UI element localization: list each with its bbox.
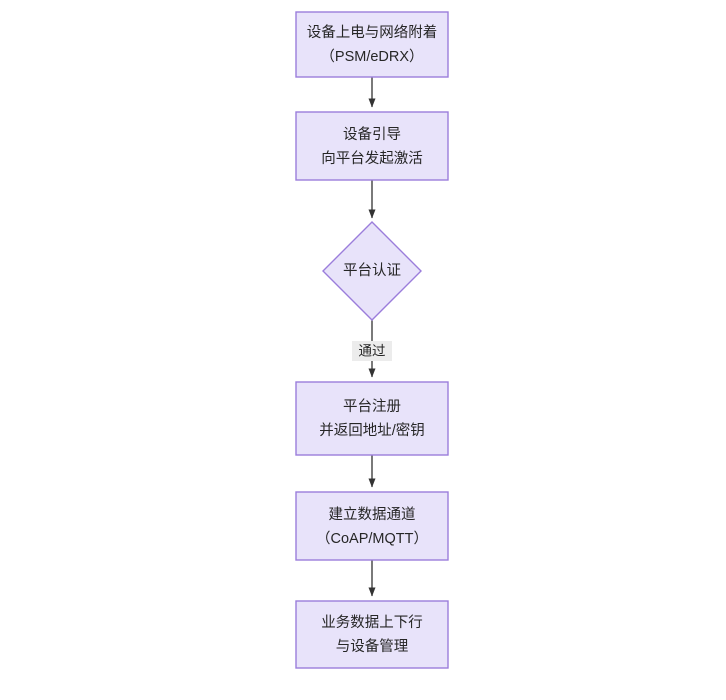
- node-power-on-shape: [295, 11, 449, 78]
- node-power-on-line1: 设备上电与网络附着: [307, 24, 438, 41]
- node-business-data[interactable]: 业务数据上下行 与设备管理: [295, 600, 449, 669]
- node-business-data-line2: 与设备管理: [336, 638, 409, 655]
- node-platform-register-line1: 平台注册: [343, 398, 401, 415]
- node-bootstrap-shape: [295, 111, 449, 181]
- node-platform-register-shape: [295, 381, 449, 456]
- node-power-on[interactable]: 设备上电与网络附着 （PSM/eDRX）: [295, 11, 449, 78]
- node-platform-auth[interactable]: 平台认证: [322, 221, 422, 321]
- node-platform-register-line2: 并返回地址/密钥: [319, 422, 425, 439]
- node-platform-auth-label: 平台认证: [343, 262, 401, 279]
- node-platform-register[interactable]: 平台注册 并返回地址/密钥: [295, 381, 449, 456]
- node-bootstrap-line2: 向平台发起激活: [321, 150, 423, 167]
- edge-platform-auth-to-platform-register: 通过: [352, 320, 392, 378]
- node-data-channel-line1: 建立数据通道: [329, 506, 416, 523]
- node-bootstrap[interactable]: 设备引导 向平台发起激活: [295, 111, 449, 181]
- node-business-data-line1: 业务数据上下行: [321, 614, 423, 631]
- node-power-on-line2: （PSM/eDRX）: [320, 48, 423, 65]
- edge-label-background: [352, 341, 392, 361]
- node-data-channel-line2: （CoAP/MQTT）: [316, 530, 428, 547]
- node-bootstrap-line1: 设备引导: [343, 126, 401, 143]
- node-data-channel[interactable]: 建立数据通道 （CoAP/MQTT）: [295, 491, 449, 561]
- node-platform-auth-shape: [322, 221, 422, 321]
- node-data-channel-shape: [295, 491, 449, 561]
- edge-label-pass: 通过: [359, 344, 386, 359]
- node-business-data-shape: [295, 600, 449, 669]
